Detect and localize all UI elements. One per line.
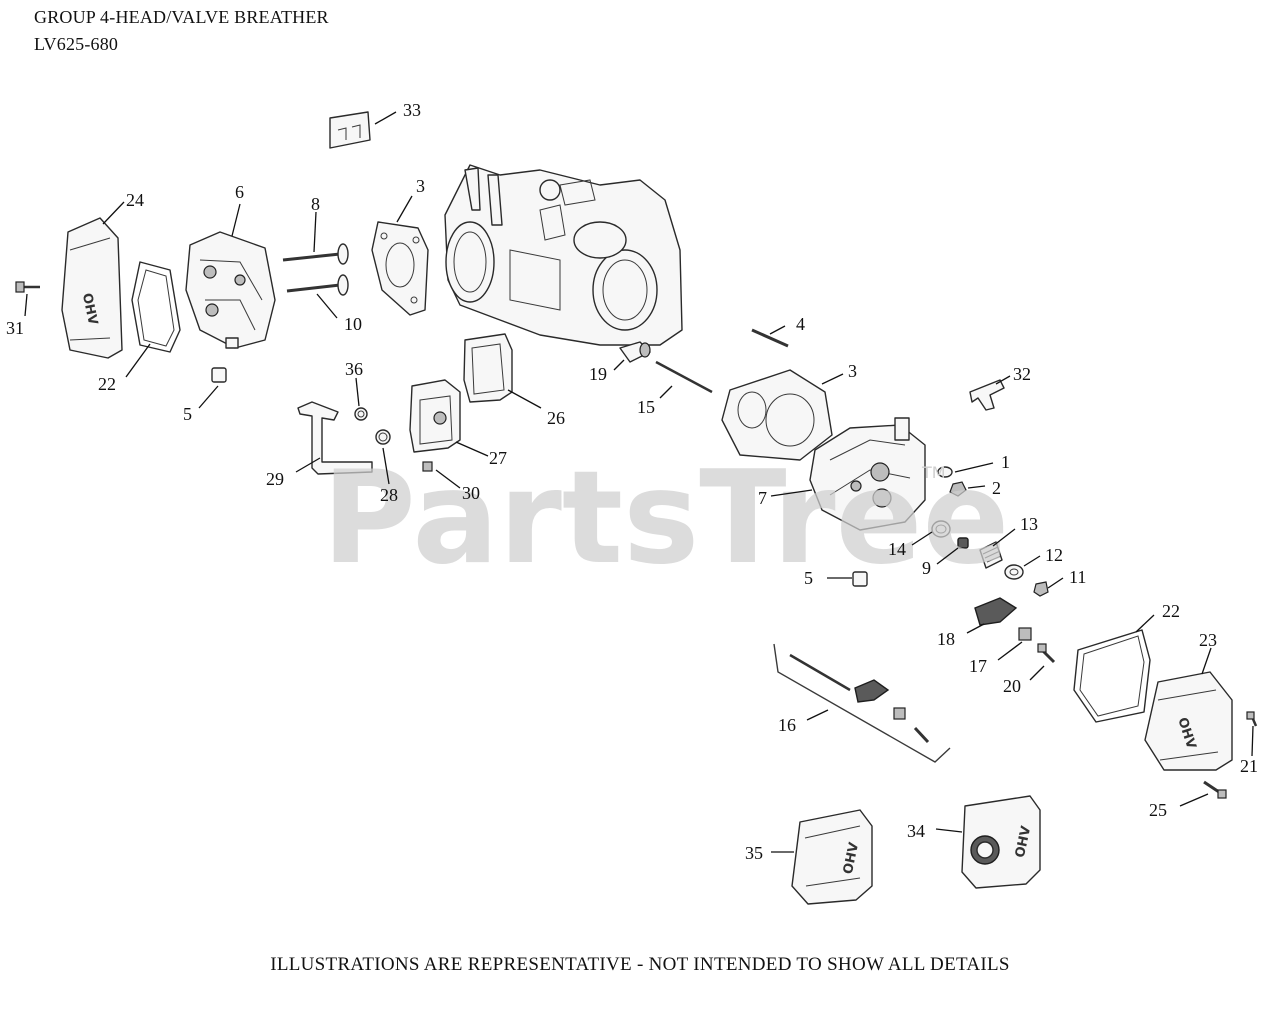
callout-32: 32 xyxy=(1013,364,1031,384)
part-24-valve-cover-left: OHV xyxy=(61,217,123,359)
part-15-push-rod xyxy=(655,360,713,394)
callout-35: 35 xyxy=(745,843,763,863)
part-25-bolt xyxy=(1203,780,1227,799)
part-10-valve-lower xyxy=(286,274,349,296)
callout-3-left-gasket: 3 xyxy=(416,176,425,196)
diagram-group-title: GROUP 4-HEAD/VALVE BREATHER xyxy=(34,7,329,27)
callout-26: 26 xyxy=(547,408,565,428)
callout-5-right-dowel: 5 xyxy=(804,568,813,588)
callout-13: 13 xyxy=(1020,514,1038,534)
part-26-breather-gasket xyxy=(463,333,513,403)
callout-7: 7 xyxy=(758,488,767,508)
part-3-head-gasket-right xyxy=(721,369,833,461)
part-33-bracket xyxy=(329,111,371,149)
part-6-cylinder-head-left xyxy=(185,231,276,349)
callout-9: 9 xyxy=(922,558,931,578)
callout-25: 25 xyxy=(1149,800,1167,820)
callout-10: 10 xyxy=(344,314,362,334)
cover-35-ohv-marking: OHV xyxy=(841,841,862,875)
part-29-breather-hose xyxy=(297,401,373,475)
part-18-rocker-arm xyxy=(974,597,1018,626)
part-9-valve-keeper xyxy=(957,537,969,549)
callout-21: 21 xyxy=(1240,756,1258,776)
part-1-washer xyxy=(937,466,953,478)
callout-34: 34 xyxy=(907,821,925,841)
callout-24: 24 xyxy=(126,190,144,210)
callout-31: 31 xyxy=(6,318,24,338)
part-31-screw xyxy=(15,281,40,293)
callout-15: 15 xyxy=(637,397,655,417)
watermark-trademark: TM xyxy=(921,463,946,482)
watermark-text: PartsTree xyxy=(322,444,1009,593)
part-13-valve-spring xyxy=(979,541,1003,569)
callout-2: 2 xyxy=(992,478,1001,498)
part-32-bracket xyxy=(969,379,1005,411)
callout-29: 29 xyxy=(266,469,284,489)
part-12-spring-washer xyxy=(1004,564,1024,580)
callout-23: 23 xyxy=(1199,630,1217,650)
crankcase-block xyxy=(444,164,683,346)
callout-11: 11 xyxy=(1069,567,1086,587)
part-35-valve-cover: OHV xyxy=(791,809,873,905)
callout-17: 17 xyxy=(969,656,987,676)
part-36-clamp xyxy=(354,407,368,421)
leader-lines xyxy=(24,111,1254,853)
part-17-rocker-pivot xyxy=(1018,627,1032,641)
part-4-stud xyxy=(751,328,789,348)
part-34-valve-cover: OHV xyxy=(961,795,1041,889)
part-3-head-gasket-left xyxy=(371,221,429,316)
diagram-model-range: LV625-680 xyxy=(34,34,119,54)
part-14-valve-seal xyxy=(931,520,951,538)
callout-18: 18 xyxy=(937,629,955,649)
callout-5-left-dowel: 5 xyxy=(183,404,192,424)
part-2-nut xyxy=(949,481,967,497)
callout-12: 12 xyxy=(1045,545,1063,565)
callout-20: 20 xyxy=(1003,676,1021,696)
callout-28: 28 xyxy=(380,485,398,505)
part-5-dowel-right xyxy=(852,571,868,587)
callout-27: 27 xyxy=(489,448,507,468)
part-20-rocker-bolt xyxy=(1037,643,1056,664)
part-21-screw xyxy=(1246,711,1258,727)
callout-1: 1 xyxy=(1001,452,1010,472)
part-7-cylinder-head-right xyxy=(809,417,926,531)
cover-34-ohv-marking: OHV xyxy=(1013,825,1034,859)
callout-8: 8 xyxy=(311,194,320,214)
part-19-valve-lifter xyxy=(619,341,651,363)
callout-22-left-gasket: 22 xyxy=(98,374,116,394)
callout-3-right-gasket: 3 xyxy=(848,361,857,381)
callout-19: 19 xyxy=(589,364,607,384)
callout-6: 6 xyxy=(235,182,244,202)
part-11-nut xyxy=(1033,581,1049,597)
part-22-cover-gasket-right xyxy=(1073,629,1151,723)
part-30-screw xyxy=(422,461,433,472)
callout-16: 16 xyxy=(778,715,796,735)
part-5-dowel-left xyxy=(211,367,227,383)
callout-14: 14 xyxy=(888,539,906,559)
callout-22-right-gasket: 22 xyxy=(1162,601,1180,621)
part-22-cover-gasket-left xyxy=(131,261,181,353)
part-28-hose-clamp xyxy=(375,429,391,445)
part-8-valve-upper xyxy=(282,243,349,265)
partstree-watermark: PartsTree TM xyxy=(322,444,1009,593)
part-16-rocker-kit xyxy=(773,643,951,763)
callout-labels: 33 3 24 6 8 31 10 22 5 36 26 19 4 15 3 3… xyxy=(6,100,1258,863)
callout-4: 4 xyxy=(796,314,805,334)
left-cover-ohv-marking: OHV xyxy=(79,292,100,326)
part-27-breather-plate xyxy=(409,379,461,453)
part-23-valve-cover-right: OHV xyxy=(1144,671,1233,771)
callout-36: 36 xyxy=(345,359,363,379)
callout-33: 33 xyxy=(403,100,421,120)
callout-30: 30 xyxy=(462,483,480,503)
illustration-disclaimer: ILLUSTRATIONS ARE REPRESENTATIVE - NOT I… xyxy=(270,954,1010,975)
